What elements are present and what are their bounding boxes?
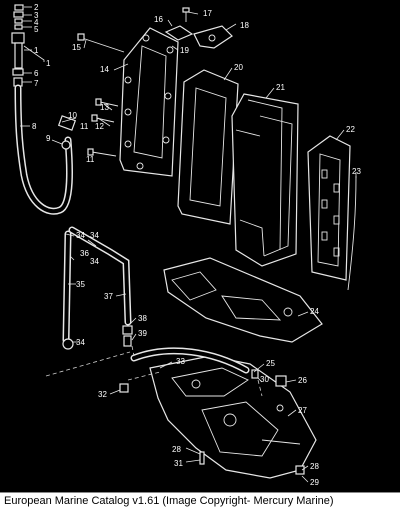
callout-14: 14 (100, 65, 109, 74)
callout-39: 39 (138, 329, 147, 338)
callout-31: 31 (174, 459, 183, 468)
callout-20: 20 (234, 63, 243, 72)
callout-4: 4 (34, 18, 39, 27)
callout-33: 33 (176, 357, 185, 366)
caption-bar: European Marine Catalog v1.61 (Image Cop… (0, 492, 400, 510)
callout-6: 6 (34, 69, 39, 78)
callout-34b: 34 (90, 231, 99, 240)
callout-11: 11 (80, 122, 89, 131)
callout-26: 26 (298, 376, 307, 385)
callout-2: 2 (34, 3, 39, 12)
callout-10: 10 (68, 111, 77, 120)
callout-23: 23 (352, 167, 361, 176)
leader-lines (20, 6, 357, 483)
callout-30: 30 (260, 375, 269, 384)
callout-27: 27 (298, 406, 307, 415)
copyright-caption: European Marine Catalog v1.61 (Image Cop… (4, 495, 334, 507)
callout-7: 7 (34, 79, 39, 88)
callout-38: 38 (138, 314, 147, 323)
callout-28b: 28 (310, 462, 319, 471)
callout-34: 34 (76, 231, 85, 240)
callout-15: 15 (72, 43, 81, 52)
callout-22: 22 (346, 125, 355, 134)
callout-13: 13 (100, 103, 109, 112)
callout-24: 24 (310, 307, 319, 316)
coolant-hose-left (14, 84, 73, 215)
base-housing-27 (149, 355, 317, 479)
callout-34c: 34 (90, 257, 99, 266)
small-fittings (119, 369, 305, 475)
fitting-stack (11, 4, 25, 87)
callout-35: 35 (76, 280, 85, 289)
callout-25: 25 (266, 359, 275, 368)
cover-plate (119, 27, 179, 177)
callout-32: 32 (98, 390, 107, 399)
callout-1: 1 (34, 46, 39, 55)
callout-21: 21 (276, 83, 285, 92)
adapter-plate-24 (163, 257, 323, 343)
callout-8: 8 (32, 122, 37, 131)
coolant-hose-right (62, 226, 250, 374)
callout-5: 5 (34, 25, 39, 34)
callout-11b: 11 (86, 155, 95, 164)
callout-18: 18 (240, 21, 249, 30)
gasket-20 (177, 69, 239, 225)
callout-19: 19 (180, 46, 189, 55)
callout-17: 17 (203, 9, 212, 18)
exploded-parts-diagram: 2 3 4 5 1 1 6 7 8 9 10 11 12 13 14 15 11… (11, 3, 362, 487)
callout-37: 37 (104, 292, 113, 301)
gasket-22 (307, 135, 351, 281)
callout-numbers: 2 3 4 5 1 1 6 7 8 9 10 11 12 13 14 15 11… (32, 3, 361, 487)
callout-34d: 34 (76, 338, 85, 347)
dashed-guide-lines (45, 345, 263, 397)
callout-3: 3 (34, 11, 39, 20)
bolts-cover (77, 33, 125, 157)
top-gasket-bracket (164, 7, 233, 49)
callout-29: 29 (310, 478, 319, 487)
callout-9: 9 (46, 134, 51, 143)
hose-23 (347, 175, 357, 291)
callout-12: 12 (95, 122, 104, 131)
callout-1b: 1 (46, 59, 51, 68)
callout-36: 36 (80, 249, 89, 258)
callout-28: 28 (172, 445, 181, 454)
callout-16: 16 (154, 15, 163, 24)
housing-21 (231, 93, 299, 267)
